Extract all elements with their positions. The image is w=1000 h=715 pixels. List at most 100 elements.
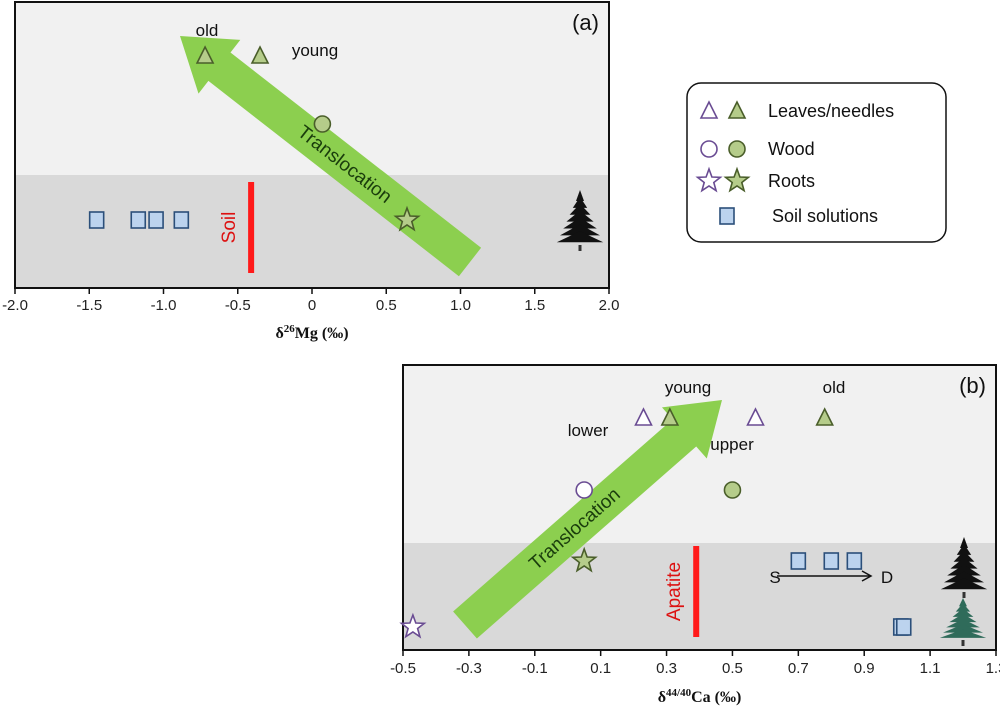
leaves-needles-marker	[634, 407, 653, 426]
x-tick-label: 0.5	[376, 297, 397, 314]
tree-layer	[566, 210, 594, 222]
legend-circle-filled-icon	[728, 140, 746, 158]
x-tick-label: 1.0	[450, 297, 471, 314]
depth-arrow-head	[861, 570, 873, 582]
legend-box	[686, 82, 947, 243]
leaves-needles-marker	[660, 407, 680, 426]
tree-layer	[560, 224, 600, 236]
x-tick-label: 0.9	[854, 660, 875, 677]
tree-trunk	[962, 592, 966, 598]
tree-layer	[944, 571, 984, 583]
translocation-arrow	[453, 400, 722, 639]
x-axis-label: δ44/40Ca (‰)	[658, 687, 742, 706]
x-tick-label: 0	[308, 297, 316, 314]
tree-layer	[956, 543, 972, 555]
depth-start-label: S	[769, 568, 780, 587]
tree-layer	[946, 619, 980, 628]
tree-layer	[569, 203, 591, 215]
soil-solutions-marker	[88, 211, 105, 229]
tree-layer	[949, 613, 977, 623]
leaves-needles-marker	[746, 407, 765, 426]
soil-solutions-marker	[790, 552, 807, 570]
tree-layer	[953, 550, 975, 562]
plot-frame	[402, 364, 997, 651]
tree-icon	[939, 598, 987, 646]
x-tick-label: 2.0	[599, 297, 620, 314]
depth-end-label: D	[881, 568, 893, 587]
reference-bar-label: Soil	[219, 212, 240, 244]
panel-label: (b)	[959, 373, 986, 398]
tree-icon	[556, 190, 604, 251]
point-label: old	[196, 21, 219, 40]
tree-trunk	[578, 245, 582, 251]
legend-circle-open-icon	[700, 140, 718, 158]
x-tick-label: -0.5	[390, 660, 416, 677]
wood-marker	[313, 115, 332, 133]
wood-marker	[575, 481, 593, 499]
point-label: lower	[568, 421, 609, 440]
panel-label: (a)	[572, 10, 599, 35]
x-tick-label: 0.7	[788, 660, 809, 677]
x-tick-label: -1.0	[151, 297, 177, 314]
x-tick-label: 1.1	[920, 660, 941, 677]
roots-marker	[399, 612, 427, 639]
plant-region	[403, 365, 996, 543]
tree-layer	[952, 608, 974, 617]
panel-b: (b)-0.5-0.3-0.10.10.30.50.70.91.11.3δ44/…	[390, 364, 1000, 706]
x-tick-label: -0.1	[522, 660, 548, 677]
reference-bar	[248, 182, 255, 273]
legend-label: Wood	[768, 139, 815, 159]
legend-label: Roots	[768, 171, 815, 191]
soil-solutions-marker	[130, 211, 147, 229]
point-label: old	[823, 378, 846, 397]
leaves-needles-marker	[815, 407, 834, 426]
tree-layer	[576, 190, 584, 201]
x-tick-label: 1.3	[986, 660, 1000, 677]
wood-marker	[723, 481, 742, 499]
tree-layer	[947, 564, 981, 576]
soil-solutions-marker	[823, 552, 840, 570]
tree-layer	[960, 537, 968, 548]
soil-solutions-marker	[895, 618, 912, 636]
tree-layer	[563, 217, 597, 229]
legend-triangle-open-icon	[699, 100, 719, 119]
tree-layer	[939, 629, 987, 638]
soil-solutions-marker	[148, 211, 164, 229]
point-label: upper	[710, 435, 754, 454]
soil-solutions-marker	[173, 211, 190, 229]
tree-layer	[955, 603, 971, 612]
point-label: young	[292, 41, 338, 60]
tree-layer	[940, 578, 988, 590]
soil-solutions-marker	[846, 552, 863, 570]
tree-icon	[940, 537, 988, 598]
x-tick-label: -0.5	[225, 297, 251, 314]
tree-layer	[950, 557, 978, 569]
legend-triangle-filled-icon	[727, 100, 747, 119]
tree-layer	[943, 624, 983, 633]
legend-star-filled-icon	[723, 166, 751, 193]
tree-trunk	[961, 640, 965, 646]
legend-star-open-icon	[695, 166, 723, 193]
tree-layer	[572, 196, 588, 208]
roots-marker	[393, 205, 421, 232]
reference-bar	[693, 546, 700, 637]
roots-marker	[570, 546, 598, 573]
reference-bar-label: Apatite	[664, 562, 685, 621]
point-label: young	[665, 378, 711, 397]
leaves-needles-marker	[250, 45, 270, 64]
legend-label: Soil solutions	[772, 206, 878, 226]
x-tick-label: 0.5	[722, 660, 743, 677]
tree-layer	[556, 231, 604, 243]
legend-label: Leaves/needles	[768, 101, 894, 121]
x-tick-label: 1.5	[524, 297, 545, 314]
x-tick-label: -2.0	[2, 297, 28, 314]
x-tick-label: -0.3	[456, 660, 482, 677]
tree-layer	[959, 598, 967, 607]
x-tick-label: -1.5	[76, 297, 102, 314]
soil-region	[15, 175, 609, 288]
x-tick-label: 0.1	[590, 660, 611, 677]
legend-square-icon	[719, 207, 735, 225]
